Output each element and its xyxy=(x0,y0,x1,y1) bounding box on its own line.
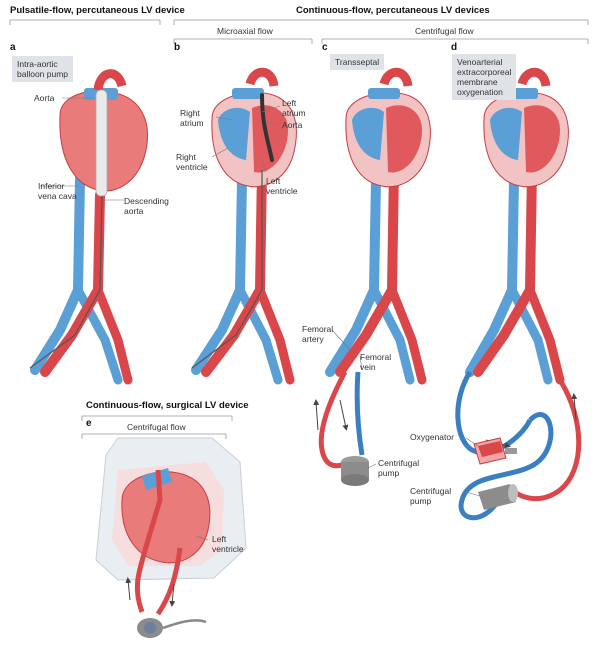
bracket-pulsatile xyxy=(9,19,161,25)
bracket-surgical-sub xyxy=(81,433,227,439)
panel-d-iliac-artery xyxy=(525,285,565,385)
bracket-microaxial xyxy=(173,38,313,44)
panel-d-venous-drain xyxy=(455,370,533,456)
panel-d-left-chambers xyxy=(524,105,560,173)
panel-c-vena-top xyxy=(368,88,400,99)
panel-a-aortic-arch xyxy=(93,69,127,91)
panel-a-label-ivc: Inferior vena cava xyxy=(38,181,77,201)
panel-letter-b: b xyxy=(174,42,181,53)
panel-a-balloon xyxy=(95,89,108,197)
panel-d-drawing xyxy=(455,67,582,521)
bracket-centrifugal xyxy=(321,38,589,44)
panel-letter-d: d xyxy=(451,42,458,53)
panel-d-aortic-arch xyxy=(517,67,551,88)
panel-c-flow-arrow-up xyxy=(313,399,320,431)
panel-b-label-right-atrium: Right atrium xyxy=(180,108,204,128)
panel-d-pump-face xyxy=(508,484,518,502)
header-surgical-sub: Centrifugal flow xyxy=(124,422,189,432)
panel-b-label-left-ventricle: Left ventricle xyxy=(266,176,298,196)
panel-a-device-box: Intra-aortic balloon pump xyxy=(12,56,74,82)
panel-d-pump xyxy=(478,484,516,510)
panel-e-flow-arrow-up xyxy=(125,577,132,601)
panel-a-descending-aorta xyxy=(40,190,105,377)
panel-e-outflow-cannula xyxy=(134,539,151,613)
panel-letter-e: e xyxy=(86,418,92,429)
panel-b-iliac-vein xyxy=(235,285,283,385)
panel-b-aortic-arch xyxy=(245,67,279,88)
panel-c-arterial-cannula xyxy=(318,370,354,469)
header-continuous: Continuous-flow, percutaneous LV devices xyxy=(296,5,490,16)
panel-e-driveline xyxy=(162,619,207,630)
panel-b-microaxial-pump xyxy=(260,93,274,162)
panel-d-device-box: Venoarterial extracorporeal membrane oxy… xyxy=(452,54,517,100)
panel-c-iliac-artery xyxy=(387,285,427,385)
panel-c-label-femoral-artery: Femoral artery xyxy=(302,324,334,344)
panel-d-oxygenator-port xyxy=(505,448,517,454)
header-centrifugal: Centrifugal flow xyxy=(412,26,477,36)
panel-e-flow-arrow-down xyxy=(169,583,176,607)
panel-b-label-left-atrium: Left atrium xyxy=(282,98,306,118)
bracket-surgical xyxy=(81,415,233,421)
panel-a-drawing xyxy=(29,69,148,385)
panel-b-left-chambers xyxy=(252,105,288,173)
panel-letter-a: a xyxy=(10,42,16,53)
panel-d-label-centrifugal-pump: Centrifugal pump xyxy=(410,486,452,506)
panel-c-right-chambers xyxy=(352,107,384,160)
header-surgical: Continuous-flow, surgical LV device xyxy=(86,400,249,411)
panel-c-device-box: Transseptal xyxy=(330,54,385,70)
panel-b-catheter xyxy=(191,170,263,369)
panel-d-arterial-return xyxy=(508,378,582,502)
header-microaxial: Microaxial flow xyxy=(214,26,276,36)
panel-a-iliac-artery xyxy=(93,285,133,385)
panel-a-catheter xyxy=(29,195,103,369)
panel-d-oxygenator-core xyxy=(478,441,503,457)
panel-d-aorta xyxy=(473,165,537,377)
panel-c-label-femoral-vein: Femoral vein xyxy=(360,352,392,372)
panel-c-flow-arrow-down xyxy=(339,399,349,431)
panel-e-label-left-ventricle: Left ventricle xyxy=(212,534,244,554)
panel-b-iliac-artery xyxy=(255,285,295,385)
panel-a-label-aorta: Aorta xyxy=(34,93,55,103)
panel-c-label-centrifugal-pump: Centrifugal pump xyxy=(378,458,420,478)
panel-b-aorta xyxy=(201,165,267,377)
panel-b-vena-top xyxy=(232,88,264,99)
panel-e-pump-hub xyxy=(144,622,156,634)
panel-b-label-right-ventricle: Right ventricle xyxy=(176,152,208,172)
panel-c-aorta xyxy=(335,165,399,377)
panel-c-venous-cannula xyxy=(354,371,365,456)
panel-d-right-chambers xyxy=(490,107,522,160)
header-pulsatile: Pulsatile-flow, percutaneous LV device xyxy=(10,5,185,16)
panel-b-right-chambers xyxy=(218,107,250,160)
panel-c-aortic-arch xyxy=(379,67,413,88)
panel-e-outflow-graft xyxy=(145,469,163,541)
leader-lines xyxy=(40,97,481,541)
panel-c-pump-bottom xyxy=(341,474,369,486)
panel-c-drawing xyxy=(313,67,431,486)
panel-d-label-oxygenator: Oxygenator xyxy=(410,432,454,442)
panel-d-venous-loop xyxy=(458,412,554,521)
panel-b-drawing xyxy=(191,67,297,385)
panel-b-label-aorta: Aorta xyxy=(282,120,303,130)
panel-a-label-descending-aorta: Descending aorta xyxy=(124,196,169,216)
bracket-continuous xyxy=(173,19,589,25)
panel-e-inflow-cannula xyxy=(155,547,183,616)
panel-e-drawing xyxy=(95,437,247,638)
panel-letter-c: c xyxy=(322,42,328,53)
panel-c-left-chambers xyxy=(386,105,422,173)
panel-d-flow-arrow-2 xyxy=(571,393,578,421)
